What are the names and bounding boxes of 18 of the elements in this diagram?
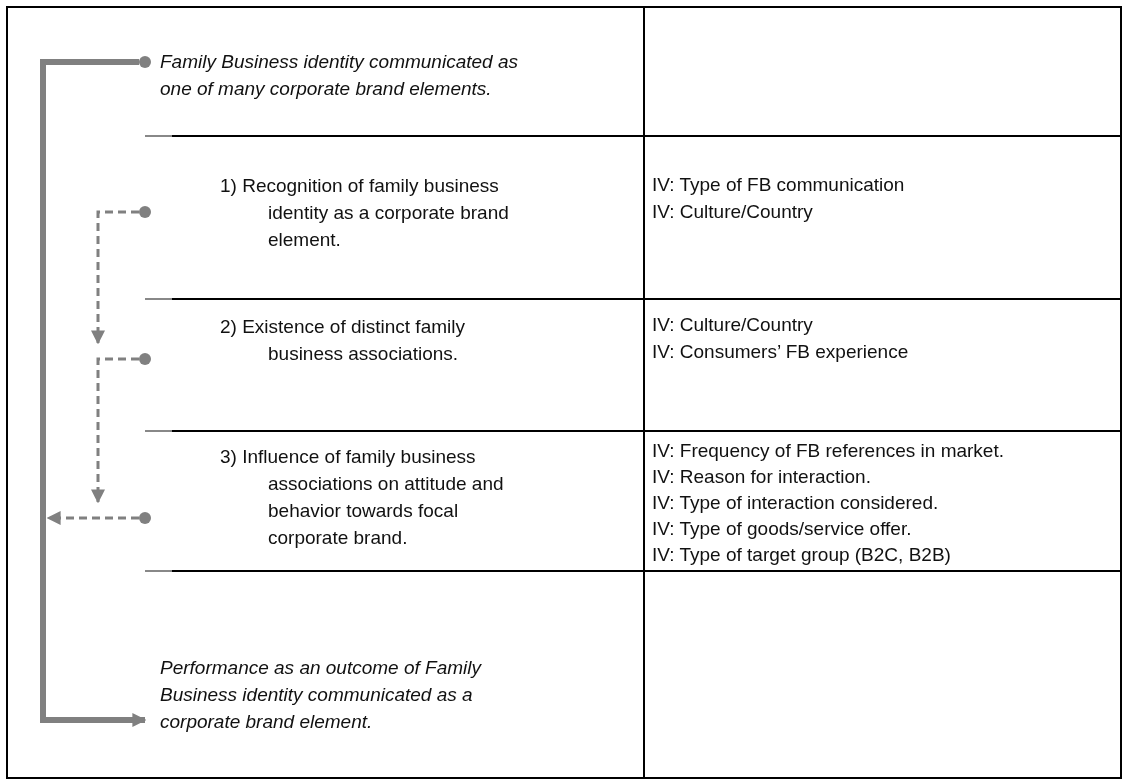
variable-text: IV: Type of goods/service offer. [652,517,912,541]
stage-text: 3) Influence of family business associations on attitude and behavior towards focal corporate brand. [220,445,505,550]
stage-text: 1) Recognition of family business identity as a corporate brand element. [220,174,510,252]
variable-text: IV: Type of target group (B2C, B2B) [652,543,951,567]
variable-text: IV: Culture/Country [652,313,813,337]
variable-text: IV: Type of interaction considered. [652,491,939,515]
arrow [40,59,147,727]
statement-text: Performance as an outcome of Family Business identity communicated as a corporate brand element. [160,656,483,734]
stage-text: 2) Existence of distinct family business associations. [220,315,466,366]
dashed-arrow [91,357,139,504]
variable-text: IV: Culture/Country [652,200,813,224]
dashed-arrow [91,210,139,345]
statement-text: Family Business identity communicated as one of many corporate brand elements. [160,50,519,101]
variable-text: IV: Frequency of FB references in market. [652,439,1004,463]
variable-text: IV: Reason for interaction. [652,465,871,489]
variable-text: IV: Type of FB communication [652,173,905,197]
variable-text: IV: Consumers’ FB experience [652,340,909,364]
dashed-arrow [46,511,139,525]
